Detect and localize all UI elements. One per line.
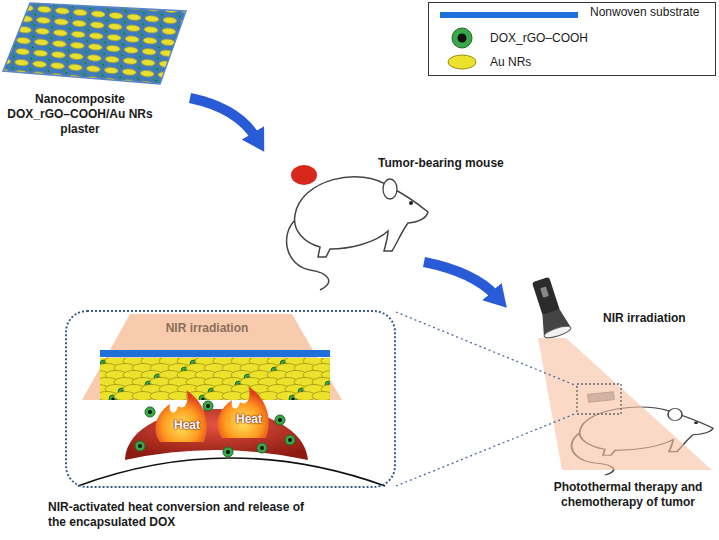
legend-sample — [448, 55, 476, 69]
irradiation-label: NIR irradiation — [142, 321, 272, 336]
au-nanorod-layer — [100, 358, 330, 400]
heat-flame — [155, 390, 206, 442]
tumor — [291, 165, 317, 185]
mouse-label: Tumor-bearing mouse — [378, 156, 508, 171]
process-arrow — [424, 262, 496, 296]
nonwoven-substrate — [100, 350, 330, 357]
legend-sample — [440, 12, 578, 18]
nir-beam — [538, 338, 712, 470]
skin-line — [78, 458, 385, 486]
heat-label: Heat — [165, 418, 209, 433]
legend-sample — [452, 28, 472, 48]
inset-panel: NIR irradiationHeat Heat — [65, 310, 396, 488]
process-arrow — [190, 98, 256, 138]
mouse — [287, 165, 428, 290]
zoom-leader — [396, 312, 577, 386]
irradiation-label: NIR irradiation — [603, 311, 713, 326]
heat-label: Heat — [227, 412, 271, 427]
legend-label: DOX_rGO–COOH — [490, 31, 588, 46]
legend-label: Nonwoven substrate — [590, 5, 699, 20]
therapy-label: Photothermal therapy and chemotherapy of… — [542, 480, 714, 510]
legend-label: Au NRs — [490, 55, 531, 70]
plaster-label: Nanocomposite DOX_rGO–COOH/Au NRs plaste… — [5, 92, 155, 137]
plaster — [3, 3, 186, 84]
nir-beam — [82, 314, 342, 400]
zoom-box — [577, 384, 621, 414]
zoom-leader — [396, 413, 577, 486]
inset-caption: NIR-activated heat conversion and releas… — [48, 500, 310, 530]
lamp — [527, 275, 572, 340]
